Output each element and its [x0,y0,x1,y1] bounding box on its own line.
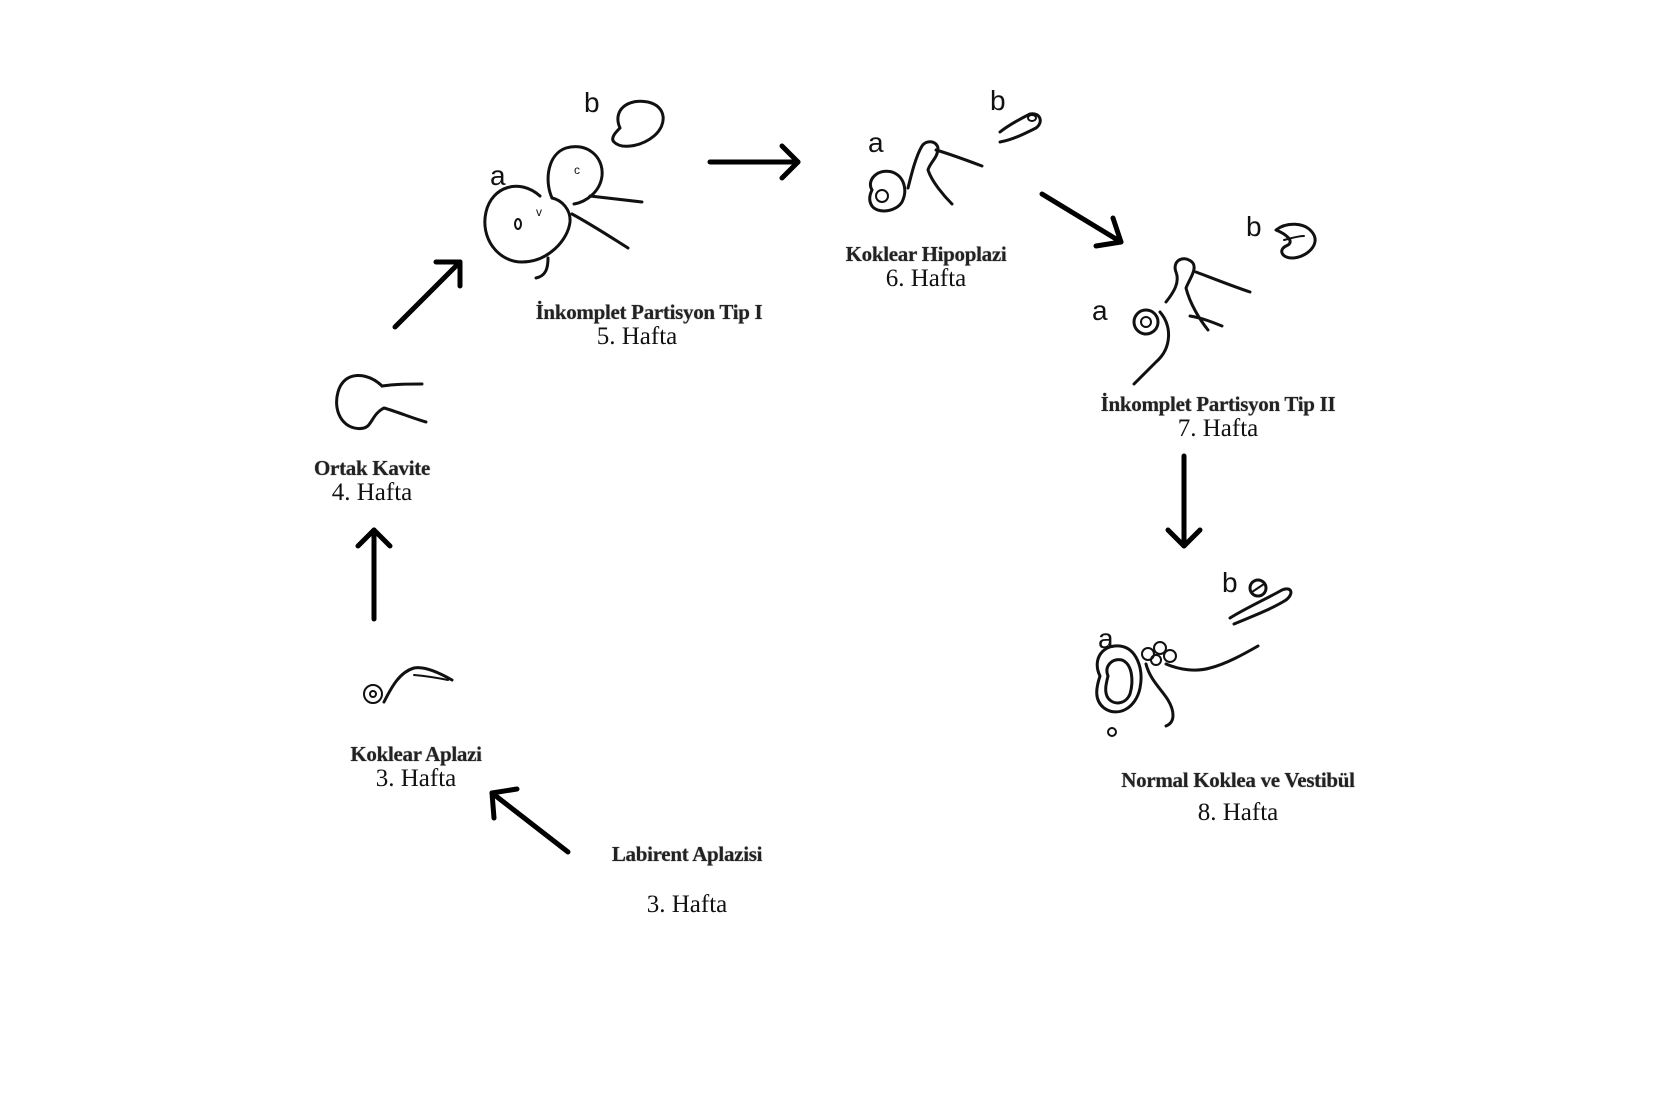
label-a-hipoplazi: a [868,127,884,158]
node-koklear-hipoplazi: Koklear Hipoplazi 6. Hafta [806,242,1046,293]
node-ortak-kavite: Ortak Kavite 4. Hafta [258,456,486,507]
node-inkomplet-partisyon-tip-1: İnkomplet Partisyon Tip I 5. Hafta [484,300,814,351]
arrow-koklear-aplazi-to-ortak-kavite [355,527,393,622]
label-b-ip1: b [584,87,600,118]
node-inkomplet-partisyon-tip-2: İnkomplet Partisyon Tip II 7. Hafta [1058,392,1378,443]
node-week: 7. Hafta [1177,415,1259,442]
arrow-ip2-to-normal [1165,453,1203,549]
arrow-ortak-kavite-to-ip1 [392,259,463,330]
label-a-ip2: a [1092,295,1108,326]
node-koklear-aplazi: Koklear Aplazi 3. Hafta [296,742,536,793]
node-name: Koklear Hipoplazi [845,242,1007,266]
node-name: Labirent Aplazisi [611,842,763,866]
node-week: 5. Hafta [596,323,678,350]
arrow-hipoplazi-to-ip2 [1039,191,1124,249]
label-b-ip2: b [1246,211,1262,242]
node-week: 3. Hafta [375,765,457,792]
node-week: 6. Hafta [885,265,967,292]
label-c-ip1: c [574,163,580,177]
node-week: 4. Hafta [331,479,413,506]
node-name: Ortak Kavite [314,456,430,480]
ortak-kavite-sketch [335,374,428,431]
label-v-ip1: v [536,205,542,219]
ip2-sketch: a b [1092,211,1317,386]
node-normal-koklea-ve-vestibul: Normal Koklea ve Vestibül 8. Hafta [1068,768,1408,827]
node-name: Normal Koklea ve Vestibül [1121,768,1355,792]
node-week: 8. Hafta [1197,799,1279,826]
label-a-ip1: a [490,160,506,191]
node-name: Koklear Aplazi [350,742,482,766]
node-week: 3. Hafta [646,891,728,918]
node-name: İnkomplet Partisyon Tip II [1100,392,1336,416]
node-name: İnkomplet Partisyon Tip I [535,300,763,324]
node-labirent-aplazisi: Labirent Aplazisi 3. Hafta [562,842,812,919]
koklear-aplazi-sketch [363,666,454,704]
arrow-ip1-to-hipoplazi [707,143,801,181]
normal-sketch: a b [1095,567,1293,737]
hipoplazi-sketch: a b [868,85,1042,213]
label-b-hipoplazi: b [990,85,1006,116]
ip1-sketch: a b v c [483,87,665,280]
arrow-labirent-to-koklear-aplazi [489,786,571,855]
label-b-normal: b [1222,567,1238,598]
